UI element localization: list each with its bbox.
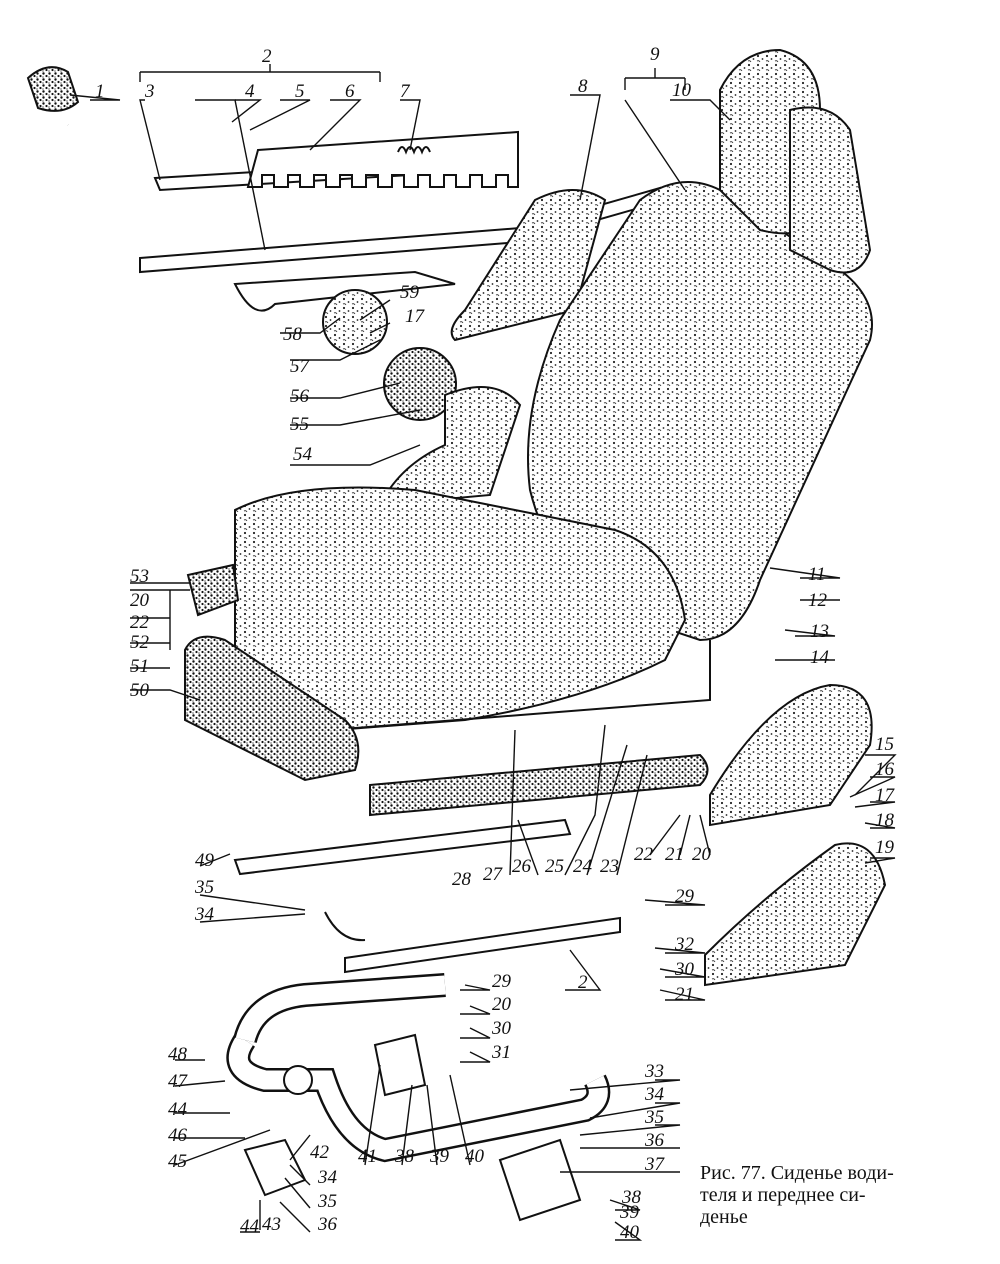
callout-38: 38: [621, 1187, 642, 1208]
callout-43: 43: [262, 1214, 281, 1235]
callout-3: 3: [144, 81, 155, 102]
callout-13: 13: [810, 621, 829, 642]
lever-knob-part: [26, 66, 159, 191]
callout-59: 59: [400, 282, 420, 303]
callout-2b: 2: [578, 972, 588, 993]
callout-27: 27: [483, 864, 504, 885]
toothed-plate-part: [246, 130, 519, 188]
callout-20c: 20: [492, 994, 512, 1015]
callout-16: 16: [875, 759, 895, 780]
callout-34b: 34: [194, 904, 215, 925]
lower-rail-right-part: [344, 916, 621, 974]
callout-35c: 35: [317, 1191, 337, 1212]
callout-44b: 44: [240, 1216, 260, 1237]
rail-rod-part: [324, 911, 366, 942]
figure-caption: Рис. 77. Сиденье води- теля и переднее с…: [700, 1162, 970, 1228]
callout-36b: 36: [317, 1214, 338, 1235]
callout-24: 24: [573, 856, 593, 877]
callout-20: 20: [130, 590, 150, 611]
side-cover-15-part: [709, 683, 873, 827]
leader-lines: [69, 64, 897, 1241]
callout-28: 28: [452, 869, 472, 890]
callout-32: 32: [674, 934, 695, 955]
callout-35: 35: [644, 1107, 664, 1128]
callout-labels: 1 2 3 4 5 6 7 8 9 10 11 12 13 14 15 16 1…: [95, 44, 896, 1243]
callout-8: 8: [578, 76, 588, 97]
callout-21: 21: [665, 844, 684, 865]
callout-2: 2: [262, 46, 272, 67]
callout-14: 14: [810, 647, 830, 668]
callout-1: 1: [95, 81, 105, 102]
callout-25: 25: [545, 856, 564, 877]
tube-frame-part: [226, 973, 611, 1222]
callout-39b: 39: [429, 1146, 450, 1167]
callout-5: 5: [295, 81, 305, 102]
lower-rail-left-part: [233, 818, 572, 876]
callout-55: 55: [290, 414, 309, 435]
callout-57: 57: [290, 356, 311, 377]
callout-4: 4: [245, 81, 255, 102]
callout-9: 9: [650, 44, 660, 65]
callout-21b: 21: [675, 984, 694, 1005]
callout-15: 15: [875, 734, 894, 755]
callout-54: 54: [293, 444, 313, 465]
seat-frame-part: [329, 640, 711, 731]
callout-11: 11: [808, 564, 826, 585]
callout-38b: 38: [394, 1146, 415, 1167]
callout-44: 44: [168, 1099, 188, 1120]
callout-29: 29: [675, 886, 695, 907]
callout-37: 37: [644, 1154, 666, 1175]
callout-17b: 17: [405, 306, 426, 327]
callout-22b: 22: [130, 612, 150, 633]
callout-47: 47: [168, 1071, 189, 1092]
callout-34c: 34: [317, 1167, 338, 1188]
caption-line-2: теля и переднее си-: [700, 1184, 866, 1206]
callout-49: 49: [195, 850, 215, 871]
callout-17: 17: [875, 785, 896, 806]
caption-line-3: денье: [700, 1206, 748, 1228]
headrest-front-part: [789, 106, 872, 274]
callout-6: 6: [345, 81, 355, 102]
callout-19: 19: [875, 837, 895, 858]
callout-35b: 35: [194, 877, 214, 898]
callout-56: 56: [290, 386, 310, 407]
callout-39: 39: [619, 1202, 640, 1223]
callout-50: 50: [130, 680, 150, 701]
callout-52: 52: [130, 632, 150, 653]
callout-48: 48: [168, 1044, 188, 1065]
callout-33: 33: [644, 1061, 664, 1082]
callout-58: 58: [283, 324, 303, 345]
side-trim-26-part: [369, 753, 709, 817]
callout-7: 7: [400, 81, 411, 102]
callout-23: 23: [600, 856, 619, 877]
bracket-53-part: [186, 563, 240, 617]
callout-22: 22: [634, 844, 654, 865]
callout-40b: 40: [465, 1146, 485, 1167]
side-cover-19-part: [704, 842, 887, 987]
caption-line-1: Рис. 77. Сиденье води-: [700, 1162, 894, 1184]
callout-42: 42: [310, 1142, 330, 1163]
callout-20b: 20: [692, 844, 712, 865]
callout-30: 30: [674, 959, 695, 980]
callout-26: 26: [512, 856, 532, 877]
handwheel-cap-part: [322, 289, 388, 355]
callout-41: 41: [358, 1146, 377, 1167]
callout-12: 12: [808, 590, 828, 611]
callout-30b: 30: [491, 1018, 512, 1039]
side-trim-50-part: [184, 635, 360, 782]
callout-18: 18: [875, 810, 895, 831]
callout-10: 10: [672, 80, 692, 101]
callout-36: 36: [644, 1130, 665, 1151]
callout-40: 40: [620, 1222, 640, 1243]
callout-46: 46: [168, 1125, 188, 1146]
handwheel-part: [383, 347, 457, 421]
callout-29b: 29: [492, 971, 512, 992]
callout-45: 45: [168, 1151, 187, 1172]
callout-51: 51: [130, 656, 149, 677]
callout-31: 31: [491, 1042, 511, 1063]
callout-34: 34: [644, 1084, 665, 1105]
callout-53: 53: [130, 566, 149, 587]
